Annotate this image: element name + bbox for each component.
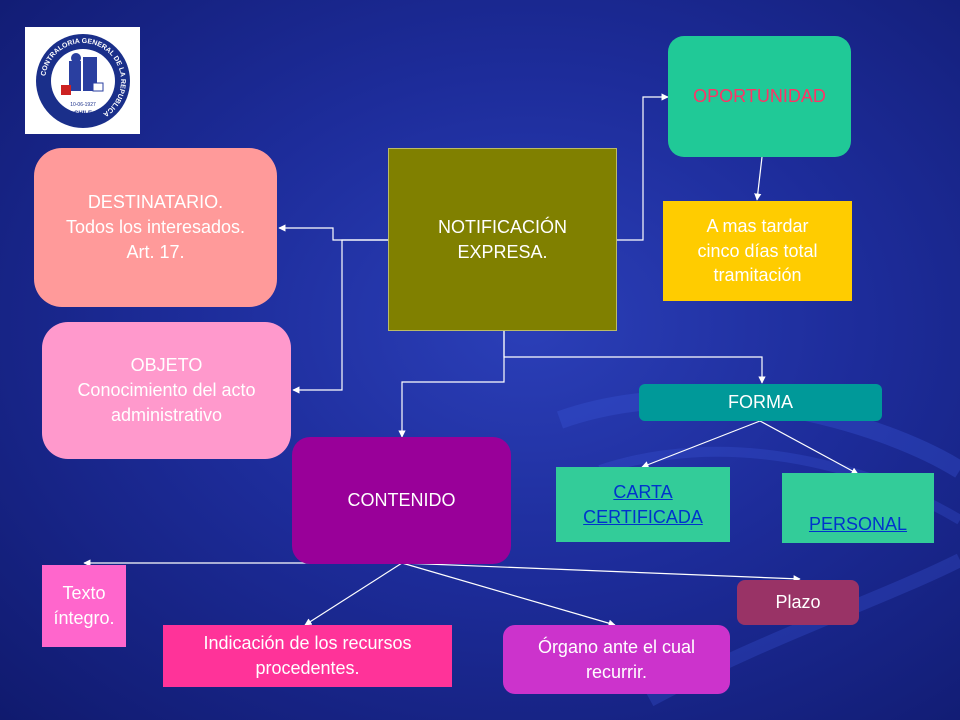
connector-objeto — [292, 239, 388, 394]
node-organo-label: Órgano ante el cual recurrir. — [537, 636, 696, 682]
connector-forma — [503, 331, 766, 384]
node-indicacion-recursos: Indicación de los recursos procedentes. — [163, 625, 452, 687]
node-plazo-maximo-label: A mas tardar cinco días total tramitació… — [697, 215, 818, 286]
node-organo: Órgano ante el cual recurrir. — [503, 625, 730, 694]
connector-personal — [759, 420, 859, 475]
svg-text:CHILE: CHILE — [74, 111, 92, 117]
node-carta-certificada[interactable]: CARTA CERTIFICADA — [556, 467, 730, 542]
node-contenido-label: CONTENIDO — [347, 490, 456, 511]
node-contenido: CONTENIDO — [292, 437, 511, 564]
node-forma: FORMA — [639, 384, 882, 421]
node-destinatario: DESTINATARIO. Todos los interesados. Art… — [34, 148, 277, 307]
connector-plazo-maximo — [754, 156, 763, 201]
connector-oportunidad — [617, 93, 669, 241]
node-plazo: Plazo — [737, 580, 859, 625]
node-texto-integro: Texto íntegro. — [42, 565, 126, 647]
svg-text:10-06-1927: 10-06-1927 — [70, 102, 96, 108]
connector-plazo — [401, 562, 801, 583]
carta-certificada-link[interactable]: CARTA CERTIFICADA — [583, 481, 703, 527]
connector-contenido — [398, 331, 505, 438]
personal-link[interactable]: PERSONAL — [808, 514, 908, 535]
node-notificacion-label: NOTIFICACIÓN EXPRESA. — [438, 216, 567, 262]
node-plazo-maximo: A mas tardar cinco días total tramitació… — [663, 201, 852, 301]
node-objeto: OBJETO Conocimiento del acto administrat… — [42, 322, 291, 459]
node-destinatario-label: DESTINATARIO. Todos los interesados. Art… — [65, 192, 246, 262]
node-oportunidad: OPORTUNIDAD — [668, 36, 851, 157]
node-recursos-label: Indicación de los recursos procedentes. — [203, 633, 412, 678]
connector-destinatario — [278, 224, 388, 241]
node-oportunidad-label: OPORTUNIDAD — [693, 86, 826, 107]
node-texto-label: Texto íntegro. — [53, 583, 115, 628]
logo: CONTRALORIA GENERAL DE LA REPUBLICA 10-0… — [25, 27, 140, 134]
connector-organo — [401, 562, 616, 627]
connector-recursos — [304, 562, 403, 626]
node-notificacion-expresa: NOTIFICACIÓN EXPRESA. — [388, 148, 617, 331]
connector-carta — [641, 420, 761, 469]
seal-icon: CONTRALORIA GENERAL DE LA REPUBLICA 10-0… — [35, 33, 130, 128]
node-forma-label: FORMA — [728, 392, 793, 413]
node-objeto-label: OBJETO Conocimiento del acto administrat… — [77, 355, 256, 425]
node-plazo-label: Plazo — [775, 592, 821, 613]
node-personal[interactable]: PERSONAL — [782, 473, 934, 543]
